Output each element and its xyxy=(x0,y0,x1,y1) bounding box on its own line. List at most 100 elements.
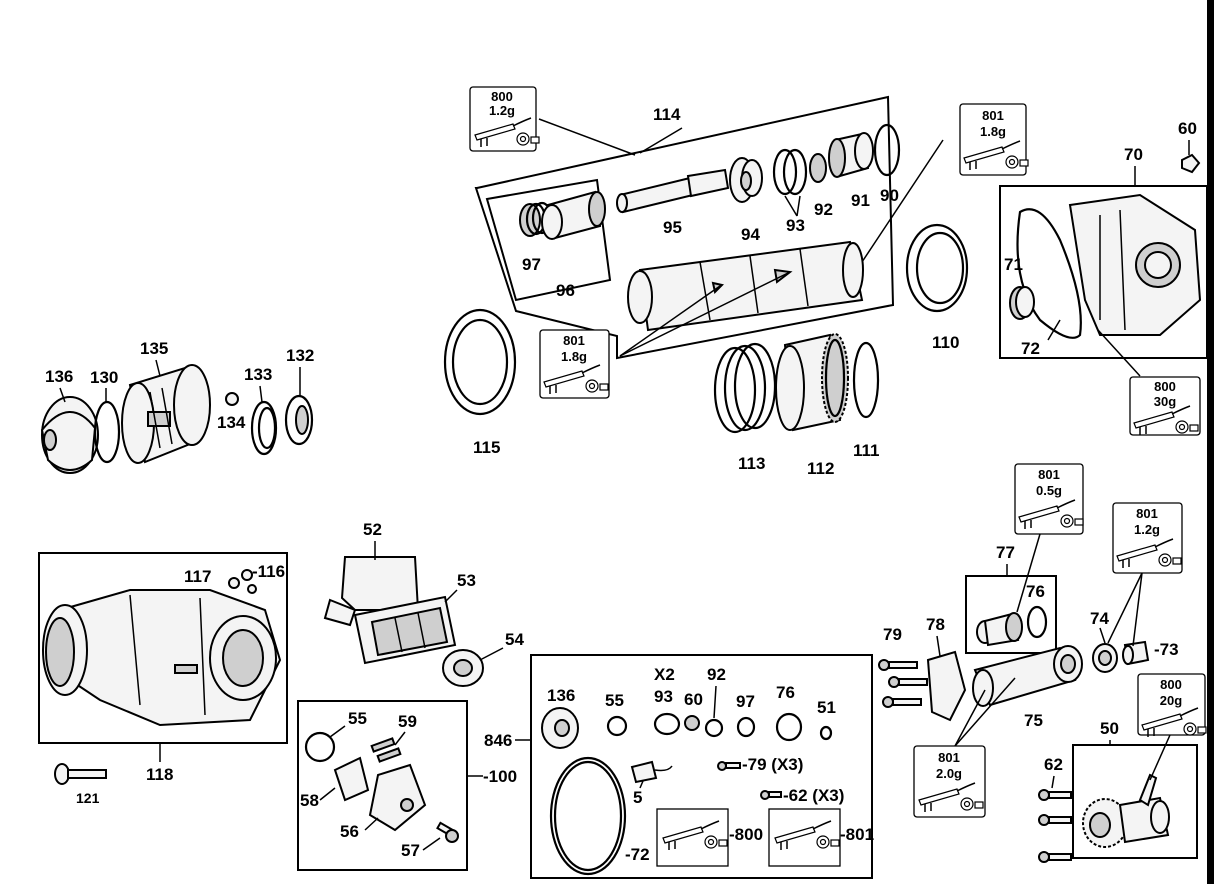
svg-text:800: 800 xyxy=(491,89,513,104)
svg-text:801: 801 xyxy=(982,108,1004,123)
lube-badge-801-2.0g: 801 2.0g xyxy=(913,745,986,818)
kit-label-92: 92 xyxy=(707,665,726,684)
group-50: 50 xyxy=(1072,719,1198,859)
assembly-box-77 xyxy=(965,575,1057,654)
assembly-box-118 xyxy=(38,552,288,744)
label-133: 133 xyxy=(244,365,272,384)
pin-73 xyxy=(1122,640,1150,666)
assembly-outline-96 xyxy=(485,178,612,302)
kit-cap-136 xyxy=(541,707,579,749)
label-118: 118 xyxy=(146,765,173,784)
ring-115 xyxy=(443,308,517,416)
label-112: 112 xyxy=(807,459,834,478)
assembly-box-50 xyxy=(1072,744,1198,859)
label-79: 79 xyxy=(883,625,902,644)
knob-54 xyxy=(442,649,484,687)
screws-62 xyxy=(1038,789,1072,863)
assembly-outline-114 xyxy=(474,95,895,360)
label-115: 115 xyxy=(473,438,500,457)
cylinder-barrel xyxy=(627,240,864,332)
flange-78 xyxy=(926,650,967,722)
label-78: 78 xyxy=(926,615,945,634)
ring-76 xyxy=(1026,605,1048,639)
kit-label-51: 51 xyxy=(817,698,836,717)
sleeve-96 xyxy=(541,190,606,240)
kit-oring-93 xyxy=(653,712,681,736)
ram-94 xyxy=(729,157,763,203)
kit-label-801: -801 xyxy=(840,825,874,844)
ring-74 xyxy=(1092,643,1118,673)
kit-label-62: -62 (X3) xyxy=(783,786,844,805)
label-75: 75 xyxy=(1024,711,1043,730)
ring-130 xyxy=(93,400,121,464)
kit-ring-76 xyxy=(775,712,803,742)
switch-53 xyxy=(353,595,457,665)
clutch-112 xyxy=(775,333,849,432)
bushing-91 xyxy=(828,132,874,178)
front-cap-136 xyxy=(40,396,99,474)
ring-55 xyxy=(304,731,336,763)
label-90: 90 xyxy=(880,186,899,205)
group-114: 114 97 96 95 94 xyxy=(474,95,944,360)
plate-52 xyxy=(340,556,420,611)
label-113: 113 xyxy=(738,454,765,473)
bolt-121 xyxy=(54,763,107,785)
svg-text:801: 801 xyxy=(1038,467,1060,482)
label-91: 91 xyxy=(851,191,870,210)
label-110: 110 xyxy=(932,333,959,352)
kit-ring-97 xyxy=(736,716,756,738)
springs-59 xyxy=(370,737,402,763)
label-111: 111 xyxy=(853,441,880,460)
label-100: -100 xyxy=(483,767,517,786)
lube-badge-800-1.2g: 800 1.2g xyxy=(469,86,540,152)
collar-135 xyxy=(121,364,211,464)
ring-110 xyxy=(905,223,969,313)
ball-134 xyxy=(225,392,239,406)
kit-label-55: 55 xyxy=(605,691,624,710)
kit-ring-51 xyxy=(819,725,833,741)
kit-label-97: 97 xyxy=(736,692,755,711)
label-93: 93 xyxy=(786,216,805,235)
label-94: 94 xyxy=(741,225,760,244)
label-130: 130 xyxy=(90,368,118,387)
svg-text:800: 800 xyxy=(1154,379,1176,394)
svg-text:801: 801 xyxy=(1136,506,1158,521)
assembly-box-100 xyxy=(297,700,468,871)
kit-gasket-72 xyxy=(549,756,627,876)
label-71: 71 xyxy=(1004,255,1023,274)
svg-text:30g: 30g xyxy=(1154,394,1176,409)
label-73: -73 xyxy=(1154,640,1179,659)
lube-badge-801-0.5g: 801 0.5g xyxy=(1014,463,1084,535)
group-118: 118 117 -116 xyxy=(38,552,288,784)
label-54: 54 xyxy=(505,630,524,649)
label-76: 76 xyxy=(1026,582,1045,601)
kit-label-5: 5 xyxy=(633,788,642,807)
svg-text:1.2g: 1.2g xyxy=(489,103,515,118)
kit-screw-79 xyxy=(717,761,741,771)
svg-text:1.8g: 1.8g xyxy=(561,349,587,364)
svg-text:0.5g: 0.5g xyxy=(1036,483,1062,498)
kit-oring-92 xyxy=(704,718,724,738)
label-52: 52 xyxy=(363,520,382,539)
label-134: 134 xyxy=(217,413,246,432)
kit-part-5 xyxy=(630,760,673,784)
lube-badge-800-30g: 800 30g xyxy=(1129,376,1201,436)
svg-text:2.0g: 2.0g xyxy=(936,766,962,781)
kit-label-60: 60 xyxy=(684,690,703,709)
assembly-box-846 xyxy=(530,654,873,879)
label-62: 62 xyxy=(1044,755,1063,774)
label-77: 77 xyxy=(996,543,1015,562)
spring-113 xyxy=(713,342,777,434)
label-53: 53 xyxy=(457,571,476,590)
kit-ring-55 xyxy=(606,715,628,737)
ring-90 xyxy=(873,123,901,177)
right-edge-bar xyxy=(1207,0,1214,884)
label-92: 92 xyxy=(814,200,833,219)
kit-screw-62 xyxy=(760,790,782,800)
label-50: 50 xyxy=(1100,719,1119,738)
washer-132 xyxy=(284,394,314,446)
crank-75 xyxy=(972,645,1083,707)
lube-badge-801-1.8g-mid: 801 1.8g xyxy=(539,329,610,399)
label-96: 96 xyxy=(556,281,575,300)
